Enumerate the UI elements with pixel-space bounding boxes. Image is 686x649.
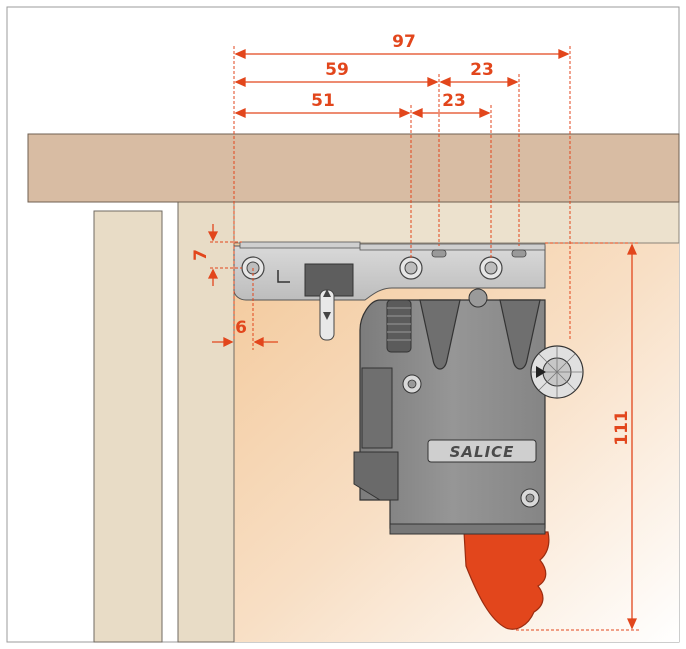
dim-label-7: 7 [191,249,211,261]
plate-top-rail [359,243,546,251]
dim-label-111: 111 [612,410,632,446]
dim-label-upper-23: 23 [470,60,494,80]
wheel-arrow-icon [536,366,546,378]
dimension-extension-lines [210,46,640,631]
pin-arrow-down-icon [323,312,331,320]
teardrop-slot-right [499,299,541,370]
dim-label-6: 6 [235,318,247,338]
body-screw-lower [520,488,540,508]
plate-screw-middle [399,256,423,280]
cabinet-underside-strip [233,201,680,244]
dim-label-97: 97 [392,32,416,52]
dim-label-51: 51 [311,91,335,111]
body-screw-upper [402,374,422,394]
center-pivot [468,288,488,308]
lever-mount [389,523,546,535]
plate-slot-left [431,249,447,258]
bottom-hook [353,451,399,501]
adjustment-ribs [386,299,412,353]
dimension-lines [207,48,638,630]
side-latch [361,367,393,449]
top-shelf [27,133,680,203]
pin-arrow-up-icon [323,289,331,297]
adjustment-wheel [530,345,584,399]
alignment-mark [277,270,290,283]
dim-label-59: 59 [325,60,349,80]
plate-screw-right [479,256,503,280]
outer-side-panel [93,210,163,643]
dim-label-lower-23: 23 [442,91,466,111]
release-lever [463,531,550,630]
brand-plate [427,439,537,463]
brand-label: SALICE [450,443,515,461]
cabinet-side-panel [177,201,235,643]
plate-slot-right [511,249,527,258]
plate-top-lip [239,241,361,249]
teardrop-slot-left [419,299,461,370]
